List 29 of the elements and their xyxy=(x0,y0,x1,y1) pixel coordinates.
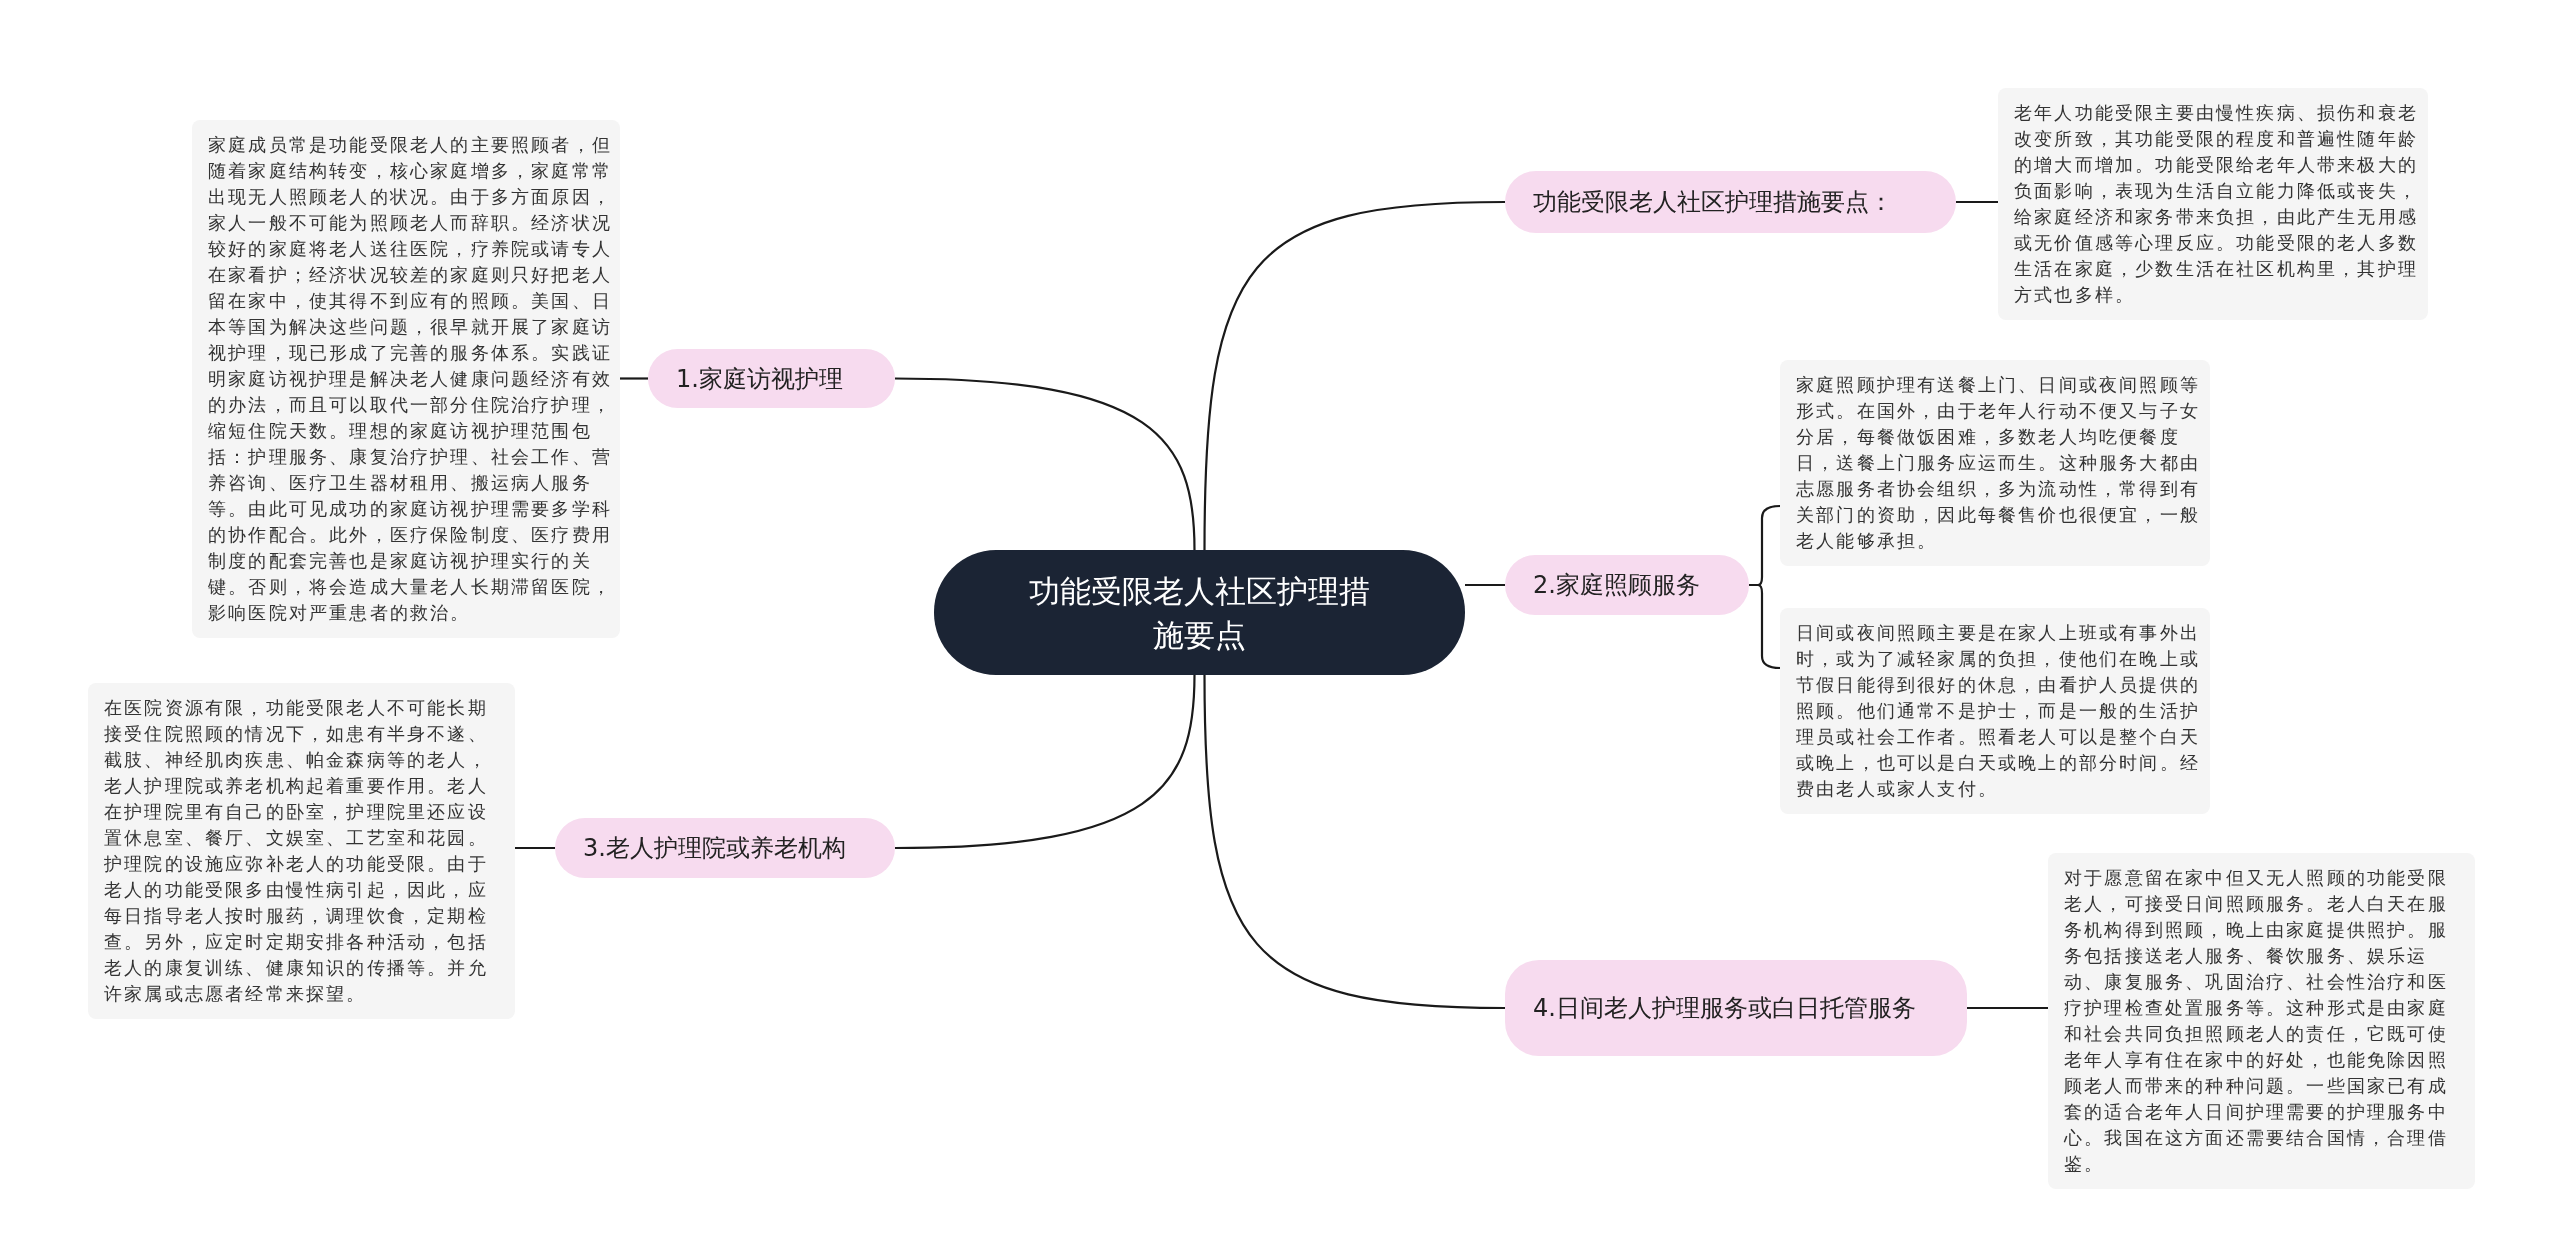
topic-text: 功能受限老人社区护理措施要点 xyxy=(1028,571,1371,655)
topic-text: 4.日间老人护理服务或白日托管服务 xyxy=(1533,993,1916,1024)
note-text: 家庭照顾护理有送餐上门、日间或夜间照顾等形式。在国外，由于老年人行动不便又与子女分居，每餐做饭困难，多数老人均吃便餐度日，送餐上门服务应运而生。这种服务大都由志愿服务者协会组织，多为流动性，常得到有关部门的资助，因此每餐售价也很便宜，一般老人能够承担。 xyxy=(1796,374,2201,553)
connector-line xyxy=(1203,675,1506,1010)
note-text: 老年人功能受限主要由慢性疾病、损伤和衰老改变所致，其功能受限的程度和普遍性随年龄的增大而增加。功能受限给老年人带来极大的负面影响，表现为生活自立能力降低或丧失，给家庭经济和家务带来负担，由此产生无用感或无价值感等心理反应。功能受限的老人多数生活在家庭，少数生活在社区机构里，其护理方式也多样。 xyxy=(2014,102,2419,307)
topic-text: 1.家庭访视护理 xyxy=(676,363,843,395)
connector-line xyxy=(1956,200,1998,204)
topic-text: 2.家庭照顾服务 xyxy=(1533,570,1700,601)
topic-pill xyxy=(1505,960,1967,1056)
note-card xyxy=(1780,360,2210,566)
topic-pill xyxy=(1505,555,1749,615)
topic-text: 功能受限老人社区护理措施要点： xyxy=(1533,187,1893,218)
note-text: 日间或夜间照顾主要是在家人上班或有事外出时，或为了减轻家属的负担，使他们在晚上或节假日能得到很好的休息，由看护人员提供的照顾。他们通常不是护士，而是一般的生活护理员或社会工作者。照看老人可以是整个白天或晚上，也可以是白天或晚上的部分时间。经费由老人或家人支付。 xyxy=(1796,622,2201,801)
connector-line xyxy=(894,674,1196,850)
note-text: 家庭成员常是功能受限老人的主要照顾者，但随着家庭结构转变，核心家庭增多，家庭常常出现无人照顾老人的状况。由于多方面原因，家人一般不可能为照顾老人而辞职。经济状况较好的家庭将老人送往医院，疗养院或请专人在家看护；经济状况较差的家庭则只好把老人留在家中，使其得不到应有的照顾。美国、日本等国为解决这些问题，很早就开展了家庭访视护理，现已形成了完善的服务体系。实践证明家庭访视护理是解决老人健康问题经济有效的办法，而且可以取代一部分住院治疗护理，缩短住院天数。理想的家庭访视护理范围包括：护理服务、康复治疗护理、社会工作、营养咨询、医疗卫生器材租用、搬运病人服务等。由此可见成功的家庭访视护理需要多学科的协作配合。此外，医疗保险制度、医疗费用制度的配套完善也是家庭访视护理实行的关键。否则，将会造成大量老人长期滞留医院，影响医院对严重患者的救治。 xyxy=(208,134,612,625)
connector-line xyxy=(620,377,648,380)
note-text: 在医院资源有限，功能受限老人不可能长期接受住院照顾的情况下，如患有半身不遂、截肢、神经肌肉疾患、帕金森病等的老人，老人护理院或养老机构起着重要作用。老人在护理院里有自己的卧室，护理院里还应设置休息室、餐厅、文娱室、工艺室和花园。护理院的设施应弥补老人的功能受限。由于老人的功能受限多由慢性病引起，因此，应每日指导老人按时服药，调理饮食，定期检查。另外，应定时定期安排各种活动，包括老人的康复训练、健康知识的传播等。并允许家属或志愿者经常来探望。 xyxy=(104,697,489,1006)
note-text: 对于愿意留在家中但又无人照顾的功能受限老人，可接受日间照顾服务。老人白天在服务机构得到照顾，晚上由家庭提供照护。服务包括接送老人服务、餐饮服务、娱乐运动、康复服务、巩固治疗、社会性治疗和医疗护理检查处置服务等。这种形式是由家庭和社会共同负担照顾老人的责任，它既可使老年人享有住在家中的好处，也能免除因照顾老人而带来的种种问题。一些国家已有成套的适合老年人日间护理需要的护理服务中心。我国在这方面还需要结合国情，合理借鉴。 xyxy=(2064,867,2449,1176)
connector-line xyxy=(1203,200,1506,550)
connector-line xyxy=(1465,583,1505,587)
topic-text: 3.老人护理院或养老机构 xyxy=(583,833,846,864)
note-card xyxy=(1998,88,2428,320)
connector-line xyxy=(515,846,555,850)
note-card xyxy=(1780,608,2210,814)
topic-pill xyxy=(555,818,895,878)
connector-line xyxy=(1967,1006,2048,1010)
connector-line xyxy=(894,377,1196,551)
note-card xyxy=(88,683,515,1019)
note-card xyxy=(2048,853,2475,1189)
